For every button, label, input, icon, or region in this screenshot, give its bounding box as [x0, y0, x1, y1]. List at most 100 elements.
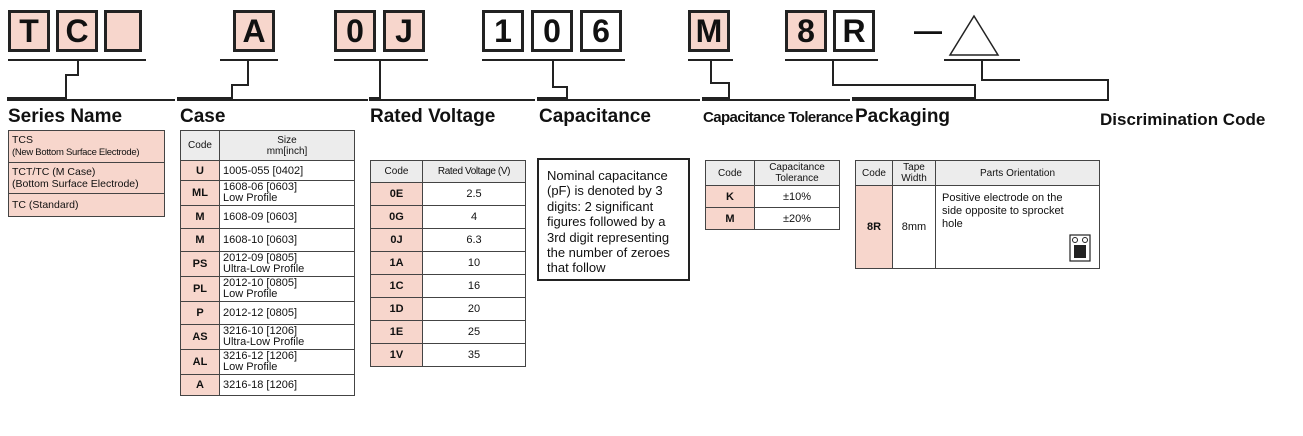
series-sublabel: (Bottom Surface Electrode) — [12, 178, 139, 190]
case-code: PS — [180, 251, 220, 277]
dash-separator: — — [914, 15, 942, 46]
voltage-code: 1D — [370, 297, 423, 321]
header-capacitance-tolerance: Capacitance Tolerance — [703, 109, 853, 126]
code-box-t: T — [8, 10, 50, 52]
packaging-col-code: Code — [855, 160, 893, 186]
packaging-col-orientation: Parts Orientation — [935, 160, 1100, 186]
tolerance-code: M — [705, 207, 755, 230]
voltage-value: 20 — [422, 297, 526, 321]
tolerance-code: K — [705, 185, 755, 208]
case-code: M — [180, 228, 220, 252]
case-code: A — [180, 374, 220, 396]
series-label: TC (Standard) — [12, 199, 79, 211]
code-box-packaging-1: 8 — [785, 10, 827, 52]
header-capacitance: Capacitance — [539, 106, 651, 127]
case-size: 1608-09 [0603] — [219, 205, 355, 229]
voltage-value: 35 — [422, 343, 526, 367]
voltage-code: 1C — [370, 274, 423, 298]
case-code: U — [180, 160, 220, 181]
case-size: 3216-18 [1206] — [219, 374, 355, 396]
code-box-series-blank — [104, 10, 142, 52]
header-series-name: Series Name — [8, 106, 123, 127]
header-rated-voltage: Rated Voltage — [370, 106, 496, 127]
header-discrimination-code: Discrimination Code — [1100, 110, 1266, 129]
series-label: TCS — [12, 134, 33, 146]
case-size: 2012-10 [0805]Low Profile — [219, 276, 355, 302]
code-box-cap-2: 0 — [531, 10, 573, 52]
case-col-code: Code — [180, 130, 220, 161]
series-row: TCS(New Bottom Surface Electrode) — [8, 130, 165, 163]
voltage-code: 1V — [370, 343, 423, 367]
tolerance-row: M±20% — [705, 207, 840, 230]
case-code: M — [180, 205, 220, 229]
case-size: 2012-12 [0805] — [219, 301, 355, 325]
component-orientation-icon — [1069, 234, 1091, 262]
tolerance-row: K±10% — [705, 185, 840, 208]
code-box-cap-1: 1 — [482, 10, 524, 52]
voltage-col-code: Code — [370, 160, 423, 183]
packaging-orientation: Positive electrode on the side opposite … — [935, 185, 1100, 269]
code-box-packaging-2: R — [833, 10, 875, 52]
connector-lines — [7, 14, 1109, 101]
case-size: 2012-09 [0805]Ultra-Low Profile — [219, 251, 355, 277]
code-box-case: A — [233, 10, 275, 52]
voltage-value: 16 — [422, 274, 526, 298]
header-packaging: Packaging — [855, 106, 951, 127]
code-box-cap-3: 6 — [580, 10, 622, 52]
packaging-row: 8R 8mm Positive electrode on the side op… — [855, 185, 1100, 269]
tolerance-value: ±20% — [754, 207, 840, 230]
voltage-value: 2.5 — [422, 182, 526, 206]
tolerance-value: ±10% — [754, 185, 840, 208]
case-size: 3216-12 [1206]Low Profile — [219, 349, 355, 375]
tolerance-col-code: Code — [705, 160, 755, 186]
voltage-code: 1E — [370, 320, 423, 344]
series-label: TCT/TC (M Case) — [12, 166, 96, 178]
case-code: ML — [180, 180, 220, 206]
code-box-voltage-2: J — [383, 10, 425, 52]
voltage-code: 0G — [370, 205, 423, 229]
case-code: AS — [180, 324, 220, 350]
series-sublabel: (New Bottom Surface Electrode) — [12, 147, 140, 158]
packaging-tape-width: 8mm — [892, 185, 936, 269]
capacitance-description: Nominal capacitance (pF) is denoted by 3… — [537, 158, 690, 281]
code-box-tolerance: M — [688, 10, 730, 52]
voltage-col-value: Rated Voltage (V) — [422, 160, 526, 183]
packaging-code: 8R — [855, 185, 893, 269]
voltage-value: 6.3 — [422, 228, 526, 252]
series-row: TCT/TC (M Case)(Bottom Surface Electrode… — [8, 162, 165, 194]
voltage-value: 4 — [422, 205, 526, 229]
packaging-orientation-text: Positive electrode on the side opposite … — [942, 192, 1064, 230]
case-size: 1608-10 [0603] — [219, 228, 355, 252]
case-code: PL — [180, 276, 220, 302]
voltage-code: 0J — [370, 228, 423, 252]
case-size: 3216-10 [1206]Ultra-Low Profile — [219, 324, 355, 350]
series-table: TCS(New Bottom Surface Electrode) TCT/TC… — [8, 130, 165, 217]
code-box-voltage-1: 0 — [334, 10, 376, 52]
voltage-value: 10 — [422, 251, 526, 275]
voltage-code: 1A — [370, 251, 423, 275]
